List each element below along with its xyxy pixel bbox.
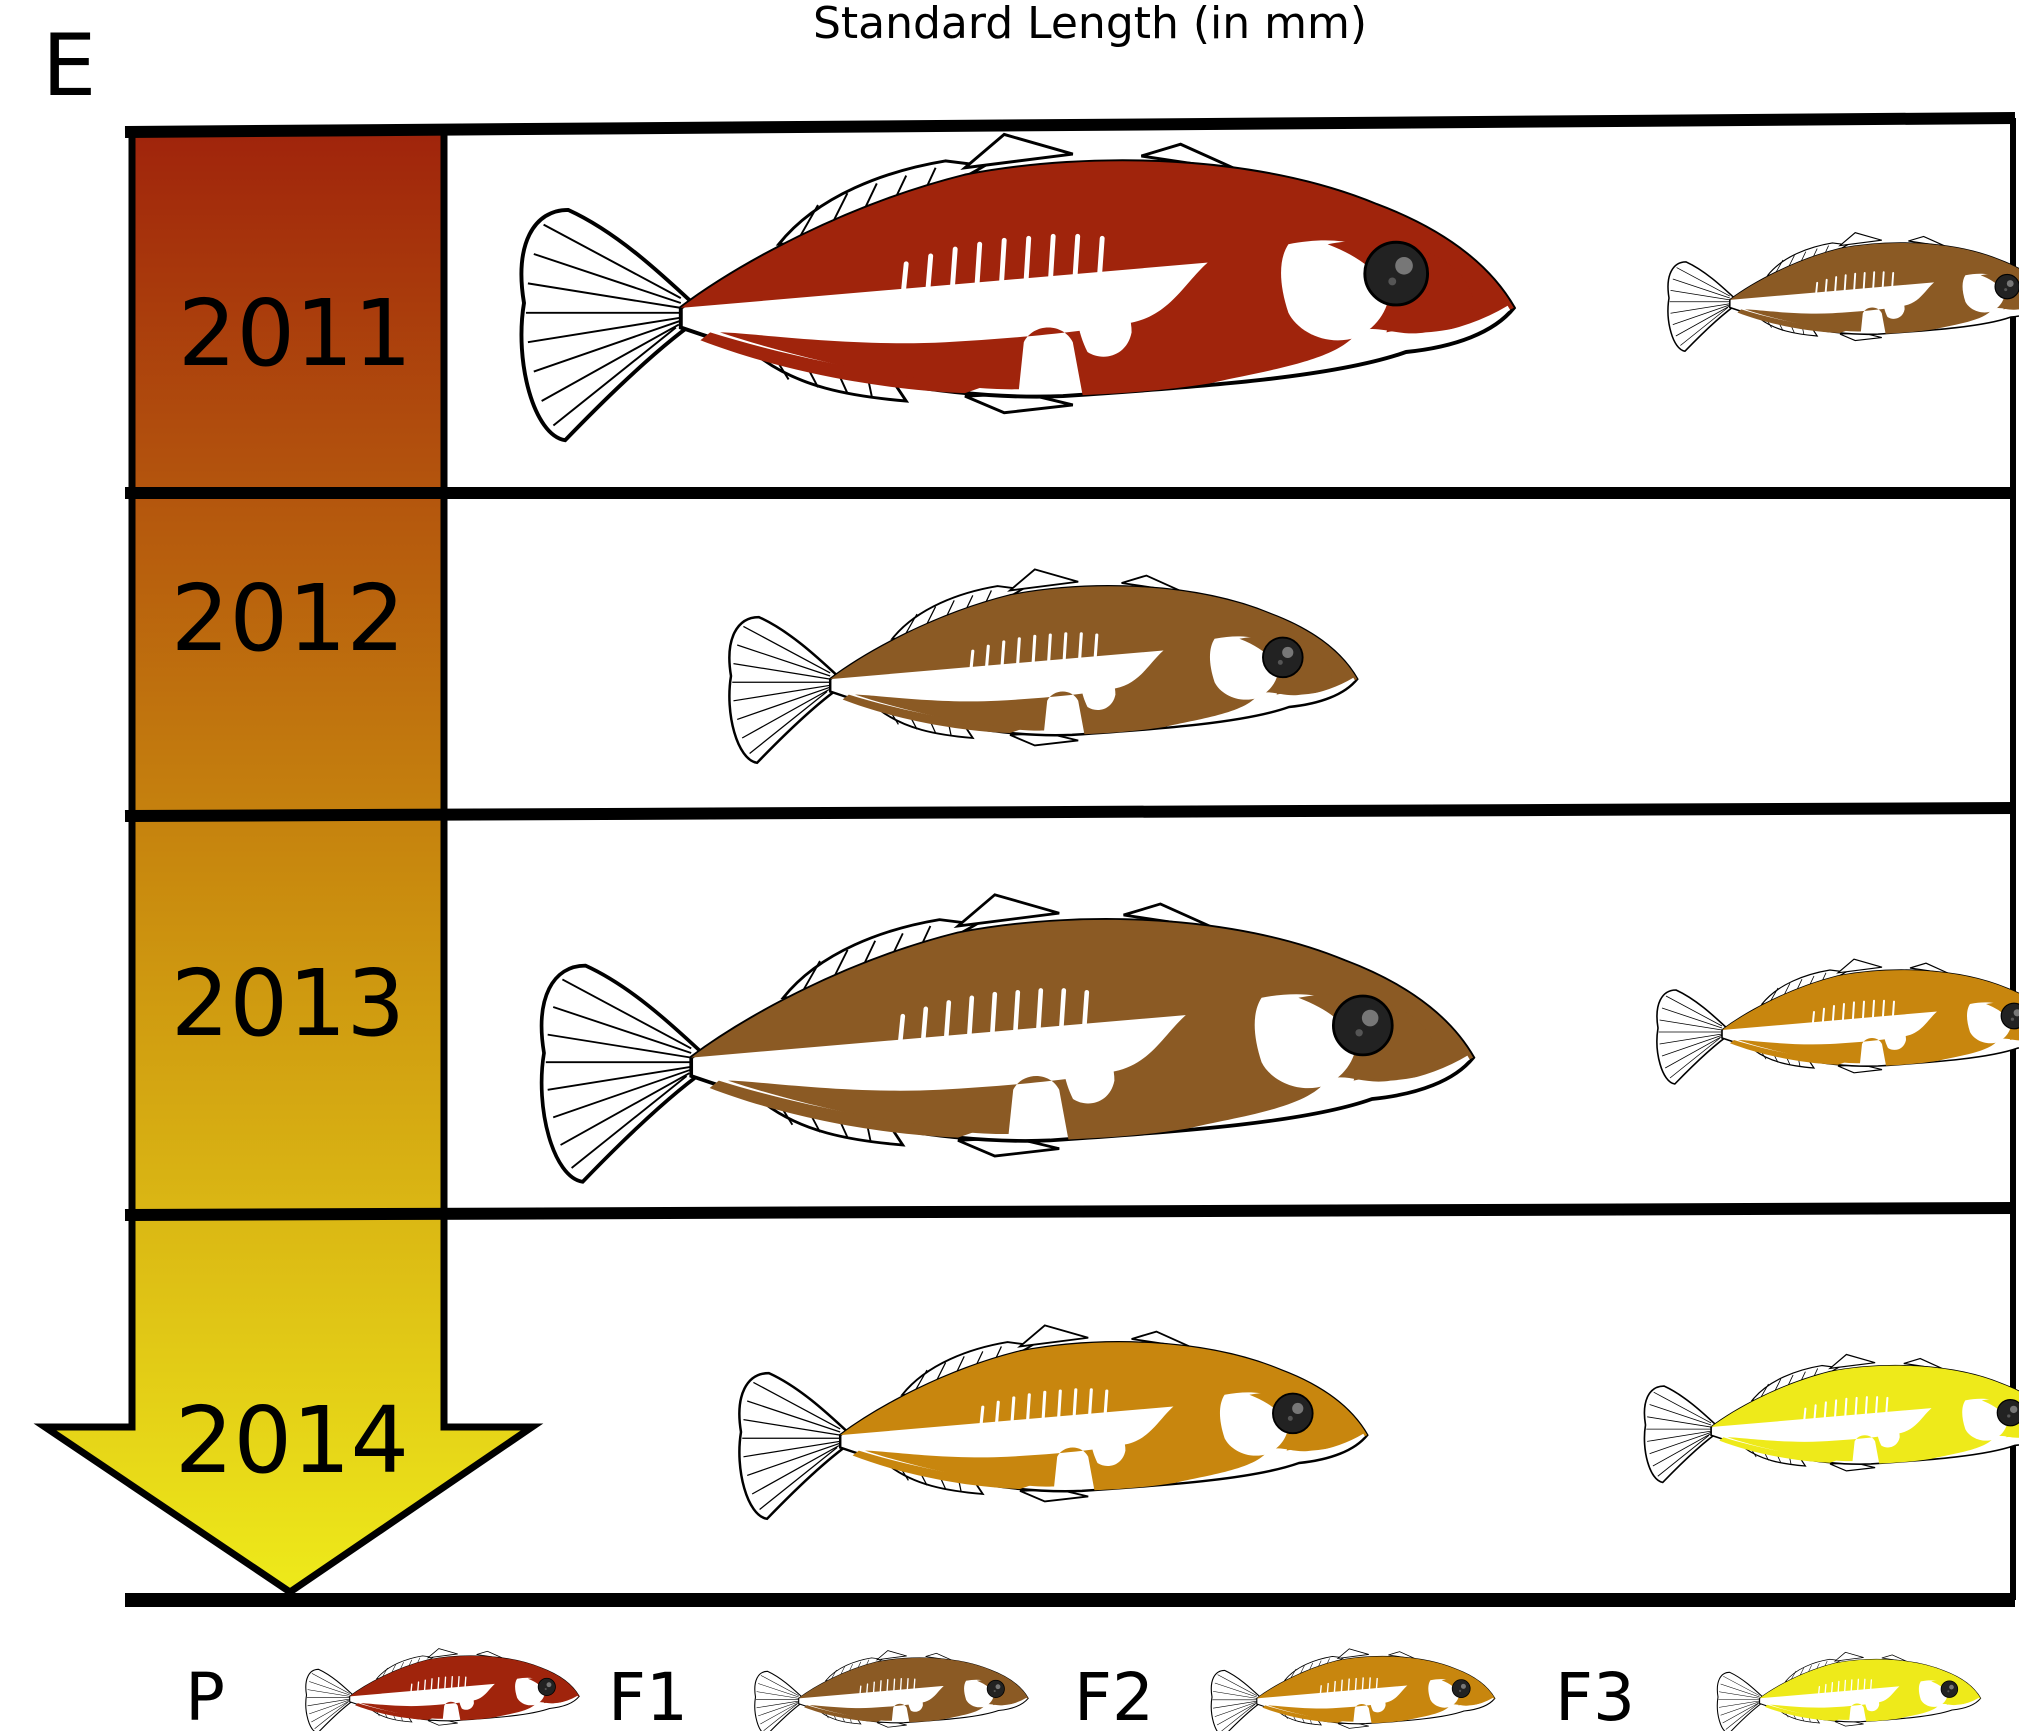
legend-label-p: P	[185, 1659, 225, 1731]
stickleback-fish	[542, 895, 1474, 1182]
stickleback-fish	[739, 1325, 1367, 1518]
legend-fish-p	[306, 1649, 579, 1731]
legend: P	[185, 1649, 1981, 1731]
fish-2011-f1-small	[1668, 233, 2019, 352]
stickleback-fish	[306, 1649, 579, 1731]
stickleback-fish	[755, 1651, 1028, 1731]
legend-label-f2: F2	[1074, 1659, 1154, 1731]
fish-2011-p-large	[521, 134, 1513, 440]
year-label-2011: 2011	[178, 280, 412, 387]
year-label-2012: 2012	[171, 565, 405, 672]
stickleback-fish	[1657, 959, 2019, 1084]
year-label-2014: 2014	[175, 1387, 409, 1494]
fish-2013-f1-large	[542, 895, 1474, 1182]
fish-2012-f1-medium	[729, 569, 1357, 762]
chart-title: Standard Length (in mm)	[813, 0, 1367, 49]
fish-2013-f2-small	[1657, 959, 2019, 1084]
panel-letter: E	[42, 16, 96, 116]
stickleback-fish	[729, 569, 1357, 762]
stickleback-fish	[521, 134, 1513, 440]
legend-label-f1: F1	[608, 1659, 688, 1731]
fish-2014-f2-medium	[739, 1325, 1367, 1518]
stickleback-fish	[1644, 1354, 2019, 1482]
legend-fish-f1	[755, 1651, 1028, 1731]
legend-label-f3: F3	[1555, 1659, 1635, 1731]
stickleback-fish	[1717, 1652, 1980, 1731]
fish-2014-f3-small	[1644, 1354, 2019, 1482]
legend-fish-f3	[1717, 1652, 1980, 1731]
stickleback-fish	[1668, 233, 2019, 352]
year-label-2013: 2013	[171, 950, 405, 1057]
legend-fish-f2	[1211, 1649, 1495, 1731]
stickleback-fish	[1211, 1649, 1495, 1731]
